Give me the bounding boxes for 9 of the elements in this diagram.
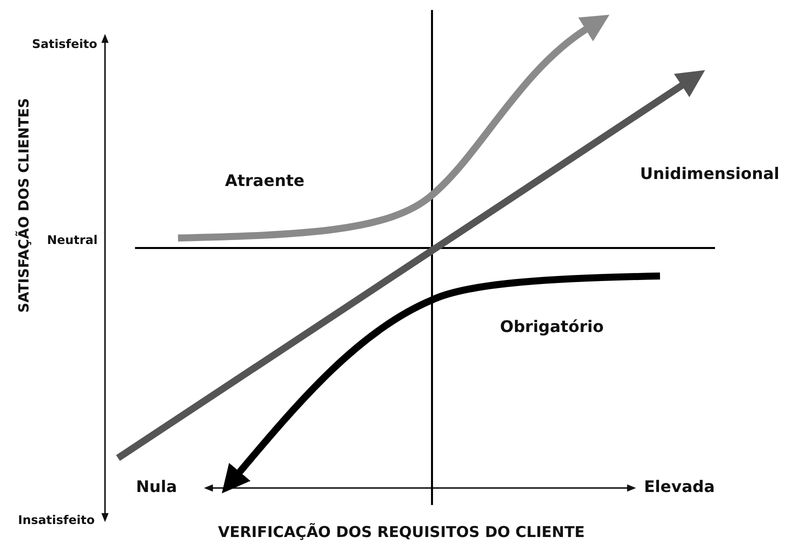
- axis-label: Nula: [136, 478, 178, 496]
- axis-label: Satisfeito: [32, 38, 98, 52]
- axis-label: Insatisfeito: [18, 514, 95, 528]
- curve-label: Obrigatório: [500, 318, 604, 336]
- curve-label: Unidimensional: [640, 165, 780, 183]
- curve-label: Atraente: [225, 172, 304, 190]
- axis-label: Elevada: [644, 478, 715, 496]
- axis-title: VERIFICAÇÃO DOS REQUISITOS DO CLIENTE: [218, 524, 585, 540]
- axis-label: Neutral: [47, 234, 98, 248]
